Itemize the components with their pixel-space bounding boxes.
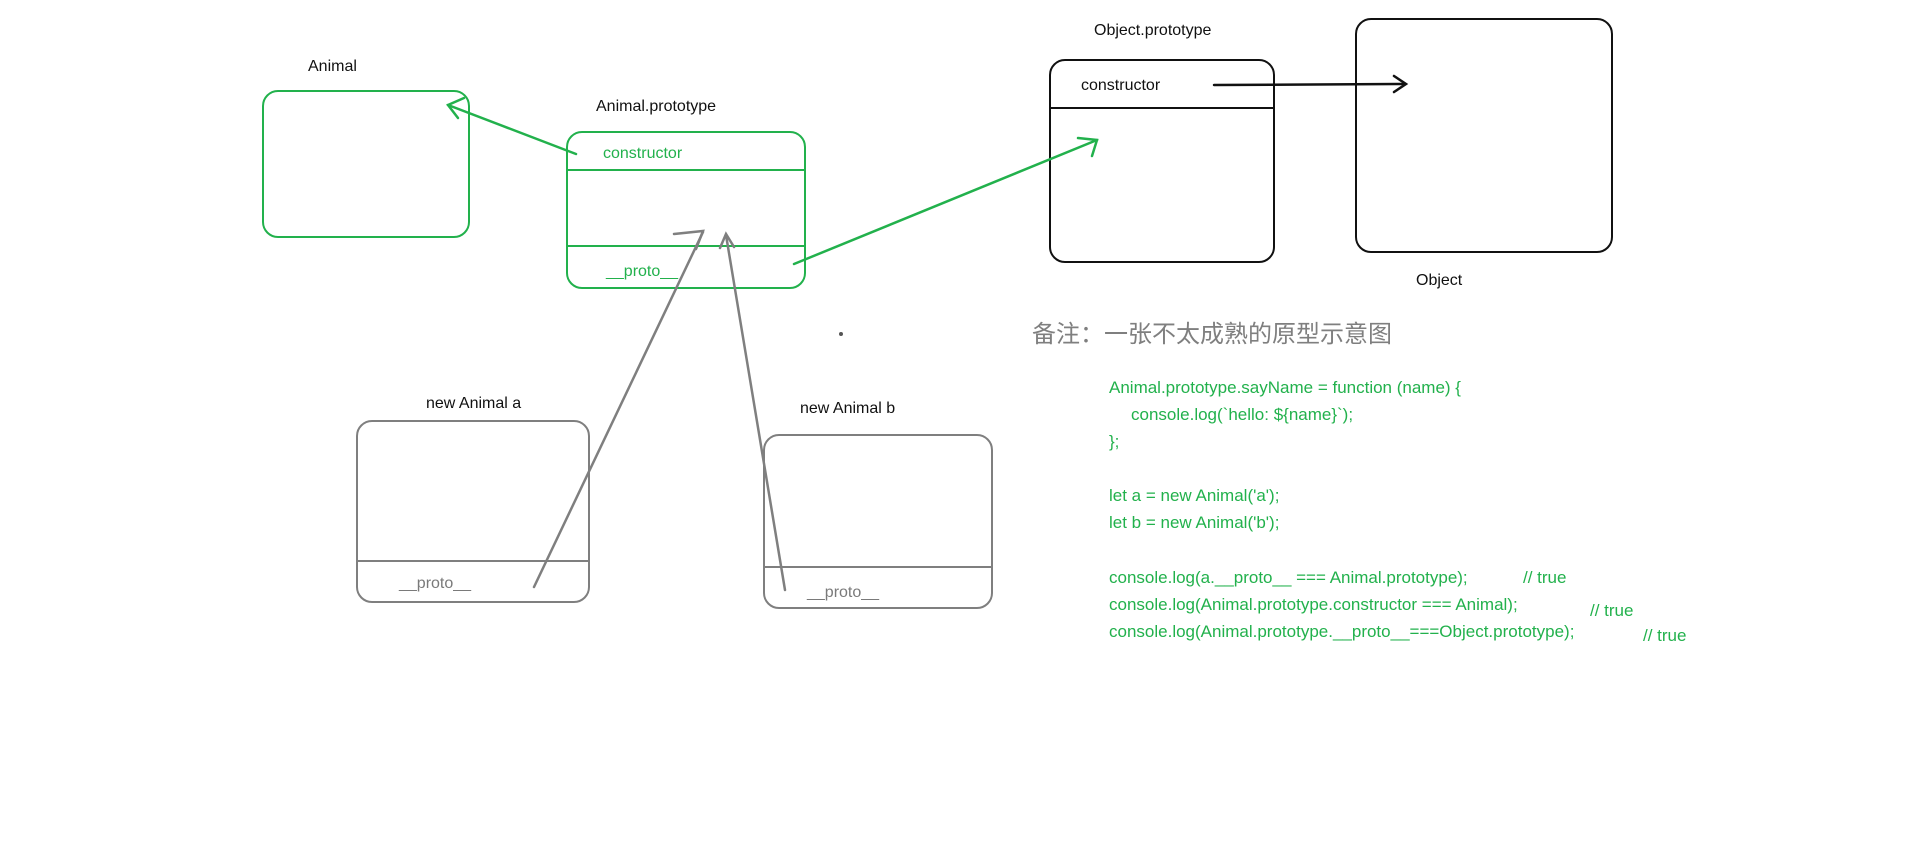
object-prototype-constructor-field: constructor bbox=[1081, 77, 1161, 94]
note-text: 备注：一张不太成熟的原型示意图 bbox=[1032, 321, 1392, 348]
new-animal-a-divider bbox=[358, 560, 588, 562]
arrow-b-proto-to-animal-prototype bbox=[718, 231, 787, 592]
code-line-5: let b = new Animal('b'); bbox=[1109, 513, 1280, 532]
new-animal-a-proto-field: __proto__ bbox=[399, 575, 472, 592]
code-line-6: console.log(a.__proto__ === Animal.proto… bbox=[1109, 568, 1468, 587]
code-line-2: console.log(`hello: ${name}`); bbox=[1131, 405, 1354, 424]
animal-prototype-divider-bottom bbox=[568, 245, 804, 247]
object-box bbox=[1355, 18, 1613, 253]
code-line-8-comment: // true bbox=[1643, 626, 1687, 645]
new-animal-b-label: new Animal b bbox=[800, 400, 896, 417]
animal-prototype-divider-top bbox=[568, 169, 804, 171]
code-line-4: let a = new Animal('a'); bbox=[1109, 486, 1280, 505]
code-line-8: console.log(Animal.prototype.__proto__==… bbox=[1109, 622, 1575, 641]
animal-prototype-proto-field: __proto__ bbox=[606, 263, 679, 280]
animal-box bbox=[262, 90, 470, 238]
animal-prototype-label: Animal.prototype bbox=[596, 98, 717, 115]
animal-label: Animal bbox=[308, 58, 357, 75]
code-line-6-comment: // true bbox=[1523, 568, 1567, 587]
animal-prototype-box: constructor __proto__ bbox=[566, 131, 806, 289]
new-animal-a-label: new Animal a bbox=[426, 395, 522, 412]
arrow-constructor-to-animal bbox=[446, 96, 578, 156]
new-animal-b-proto-field: __proto__ bbox=[807, 584, 880, 601]
arrow-proto-to-object-prototype bbox=[792, 136, 1099, 266]
object-label: Object bbox=[1416, 272, 1463, 289]
arrow-a-proto-to-animal-prototype bbox=[532, 229, 705, 589]
code-line-7: console.log(Animal.prototype.constructor… bbox=[1109, 595, 1518, 614]
new-animal-b-box: __proto__ bbox=[763, 434, 993, 609]
code-line-7-comment: // true bbox=[1590, 601, 1634, 620]
stray-dot bbox=[839, 332, 843, 336]
object-prototype-divider bbox=[1051, 107, 1273, 109]
code-line-3: }; bbox=[1109, 432, 1120, 451]
new-animal-b-divider bbox=[765, 566, 991, 568]
object-prototype-box: constructor bbox=[1049, 59, 1275, 263]
object-prototype-label: Object.prototype bbox=[1094, 22, 1212, 39]
arrow-object-constructor-to-object bbox=[1212, 74, 1409, 94]
new-animal-a-box: __proto__ bbox=[356, 420, 590, 603]
animal-prototype-constructor-field: constructor bbox=[603, 145, 683, 162]
code-line-1: Animal.prototype.sayName = function (nam… bbox=[1109, 378, 1461, 397]
